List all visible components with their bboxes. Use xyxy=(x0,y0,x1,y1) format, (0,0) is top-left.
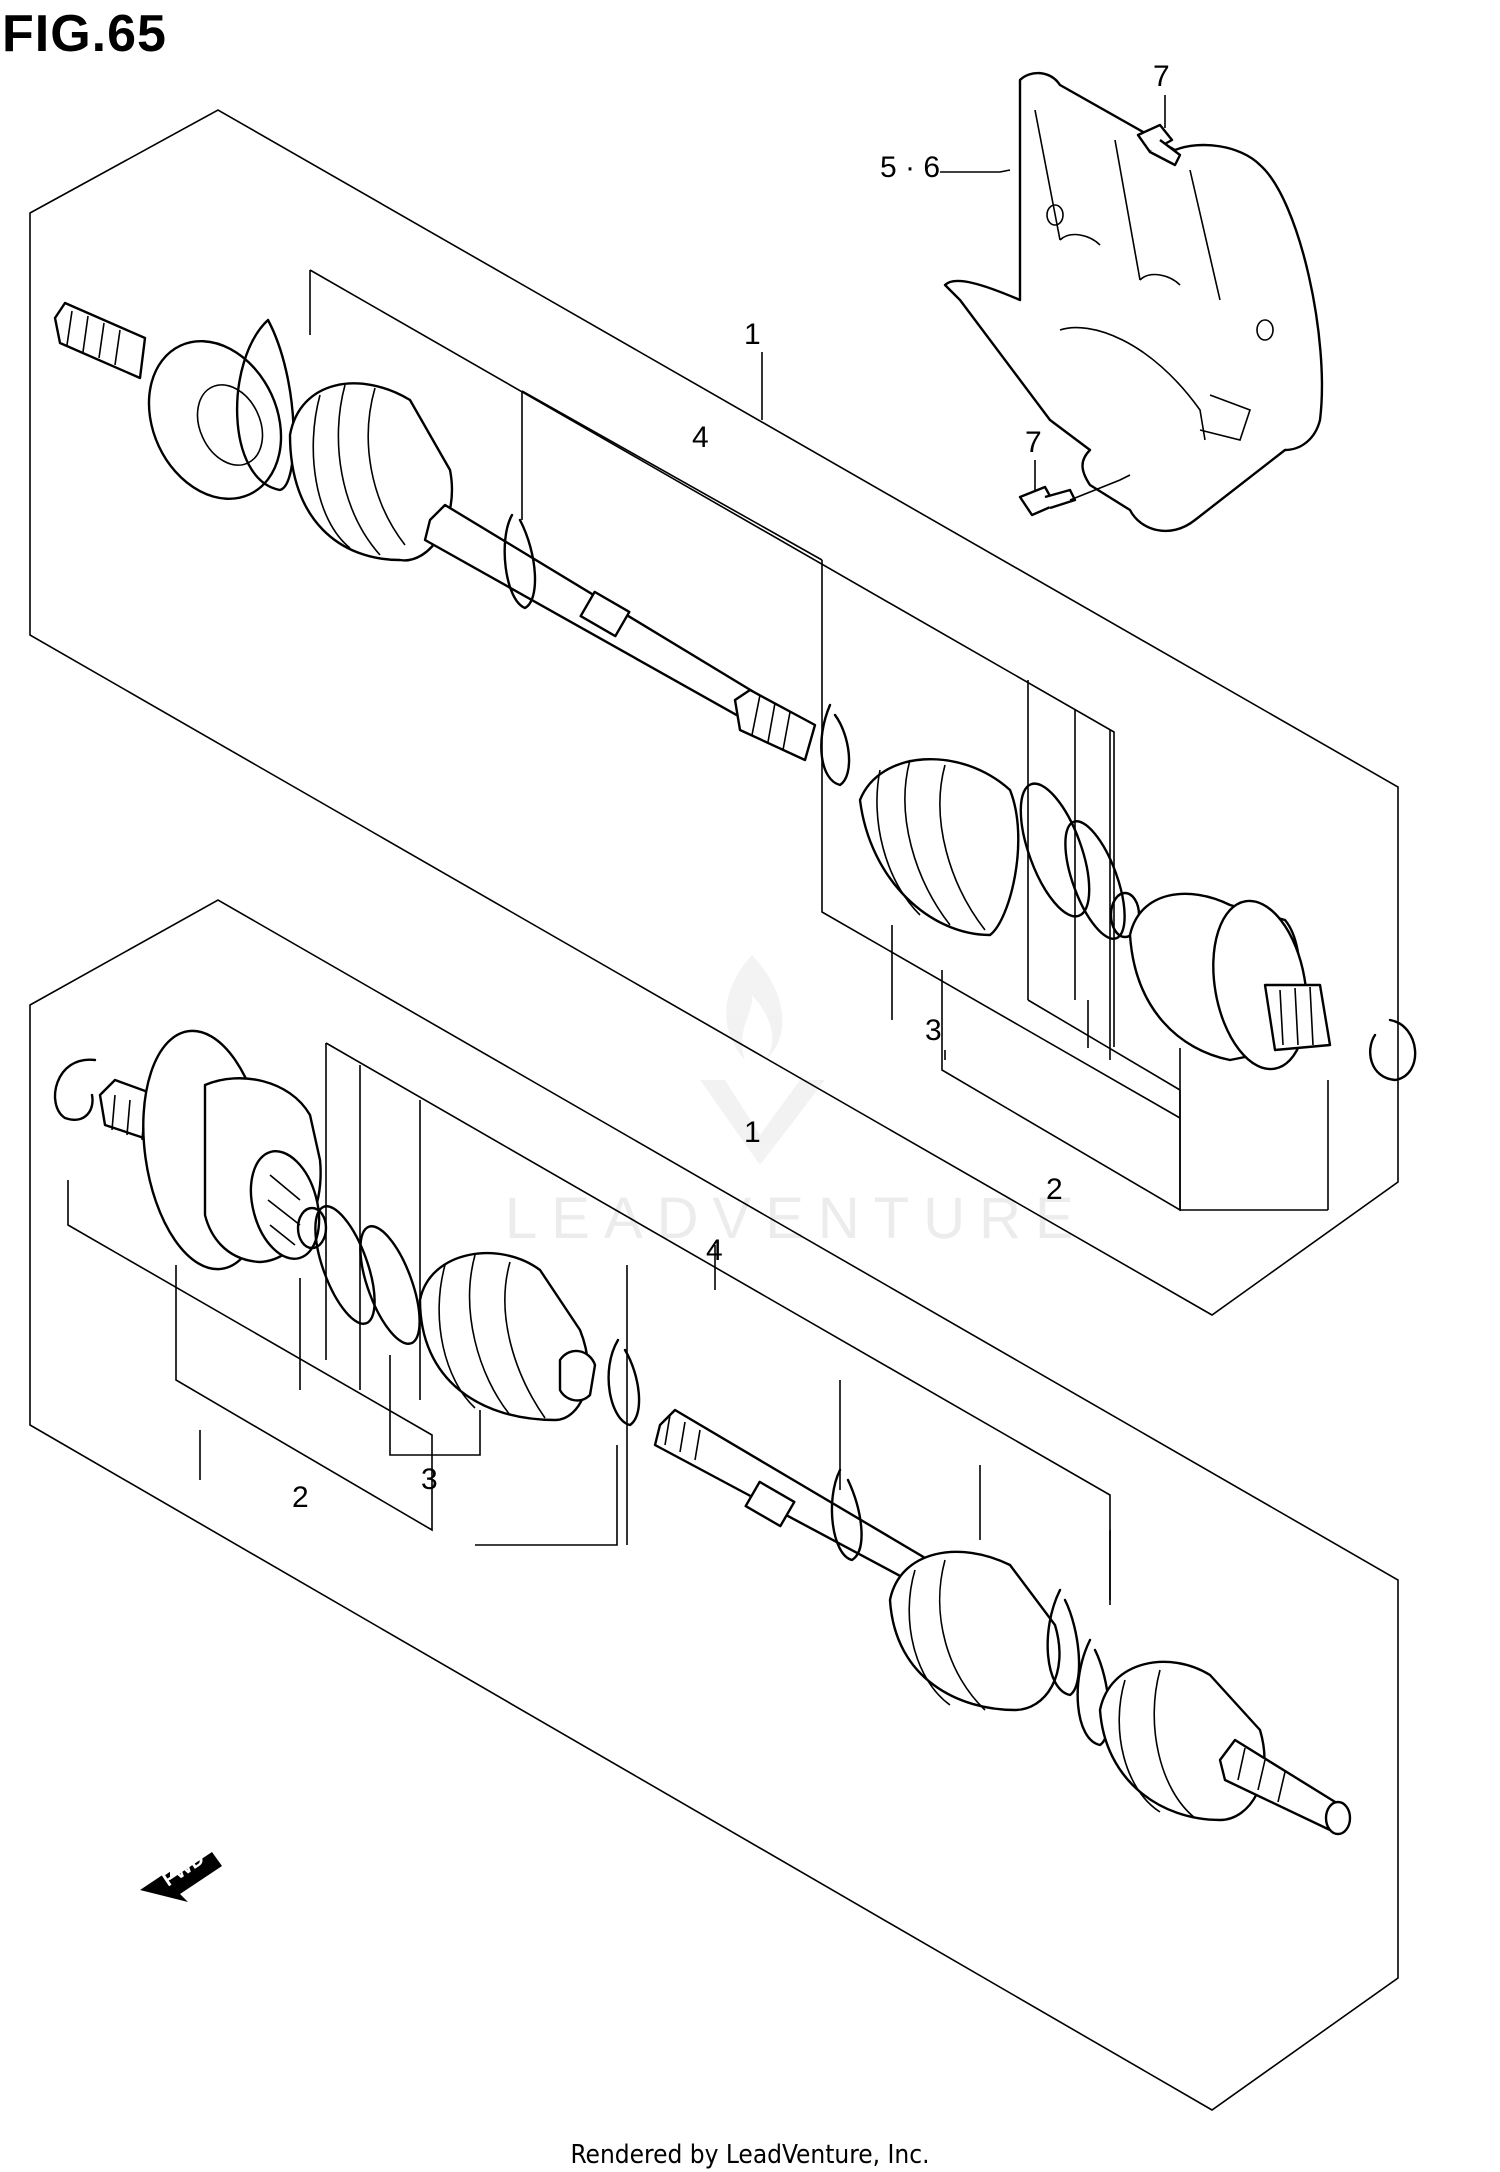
callout-joint-set-lower: 2 xyxy=(292,1481,309,1514)
lower-assembly-frame xyxy=(29,899,1399,2111)
callout-boot-kit-upper: 4 xyxy=(692,421,709,454)
footer-credit: Rendered by LeadVenture, Inc. xyxy=(570,2140,930,2170)
watermark-text: LEADVENTURE xyxy=(505,1186,1088,1251)
leadventure-flame-logo xyxy=(700,955,825,1165)
shaft-guard-bracket xyxy=(943,71,1324,533)
forward-arrow-icon: FWD xyxy=(140,1847,222,1902)
bracket-leader xyxy=(940,169,1011,173)
lower-leader-lines xyxy=(67,1042,1111,1605)
callout-boot-set-upper: 3 xyxy=(925,1014,942,1047)
flange-bolt-upper xyxy=(1136,95,1182,167)
callout-bolt-upper: 7 xyxy=(1153,60,1170,93)
flange-bolt-lower xyxy=(1018,460,1131,517)
callout-joint-set-upper: 2 xyxy=(1046,1173,1063,1206)
upper-drive-shaft xyxy=(53,301,1417,1082)
callout-bolt-lower: 7 xyxy=(1025,426,1042,459)
callout-shaft-assy-lower: 1 xyxy=(744,1116,761,1149)
upper-leader-lines xyxy=(309,269,1329,1212)
callout-bracket: 5 · 6 xyxy=(880,151,941,184)
figure-title: FIG.65 xyxy=(2,5,167,63)
upper-assembly-frame xyxy=(29,109,1399,1316)
callout-boot-set-lower: 3 xyxy=(421,1463,438,1496)
lower-drive-shaft xyxy=(53,1029,1352,1836)
callout-boot-kit-lower: 4 xyxy=(706,1234,723,1267)
callout-shaft-assy-upper: 1 xyxy=(744,318,761,351)
